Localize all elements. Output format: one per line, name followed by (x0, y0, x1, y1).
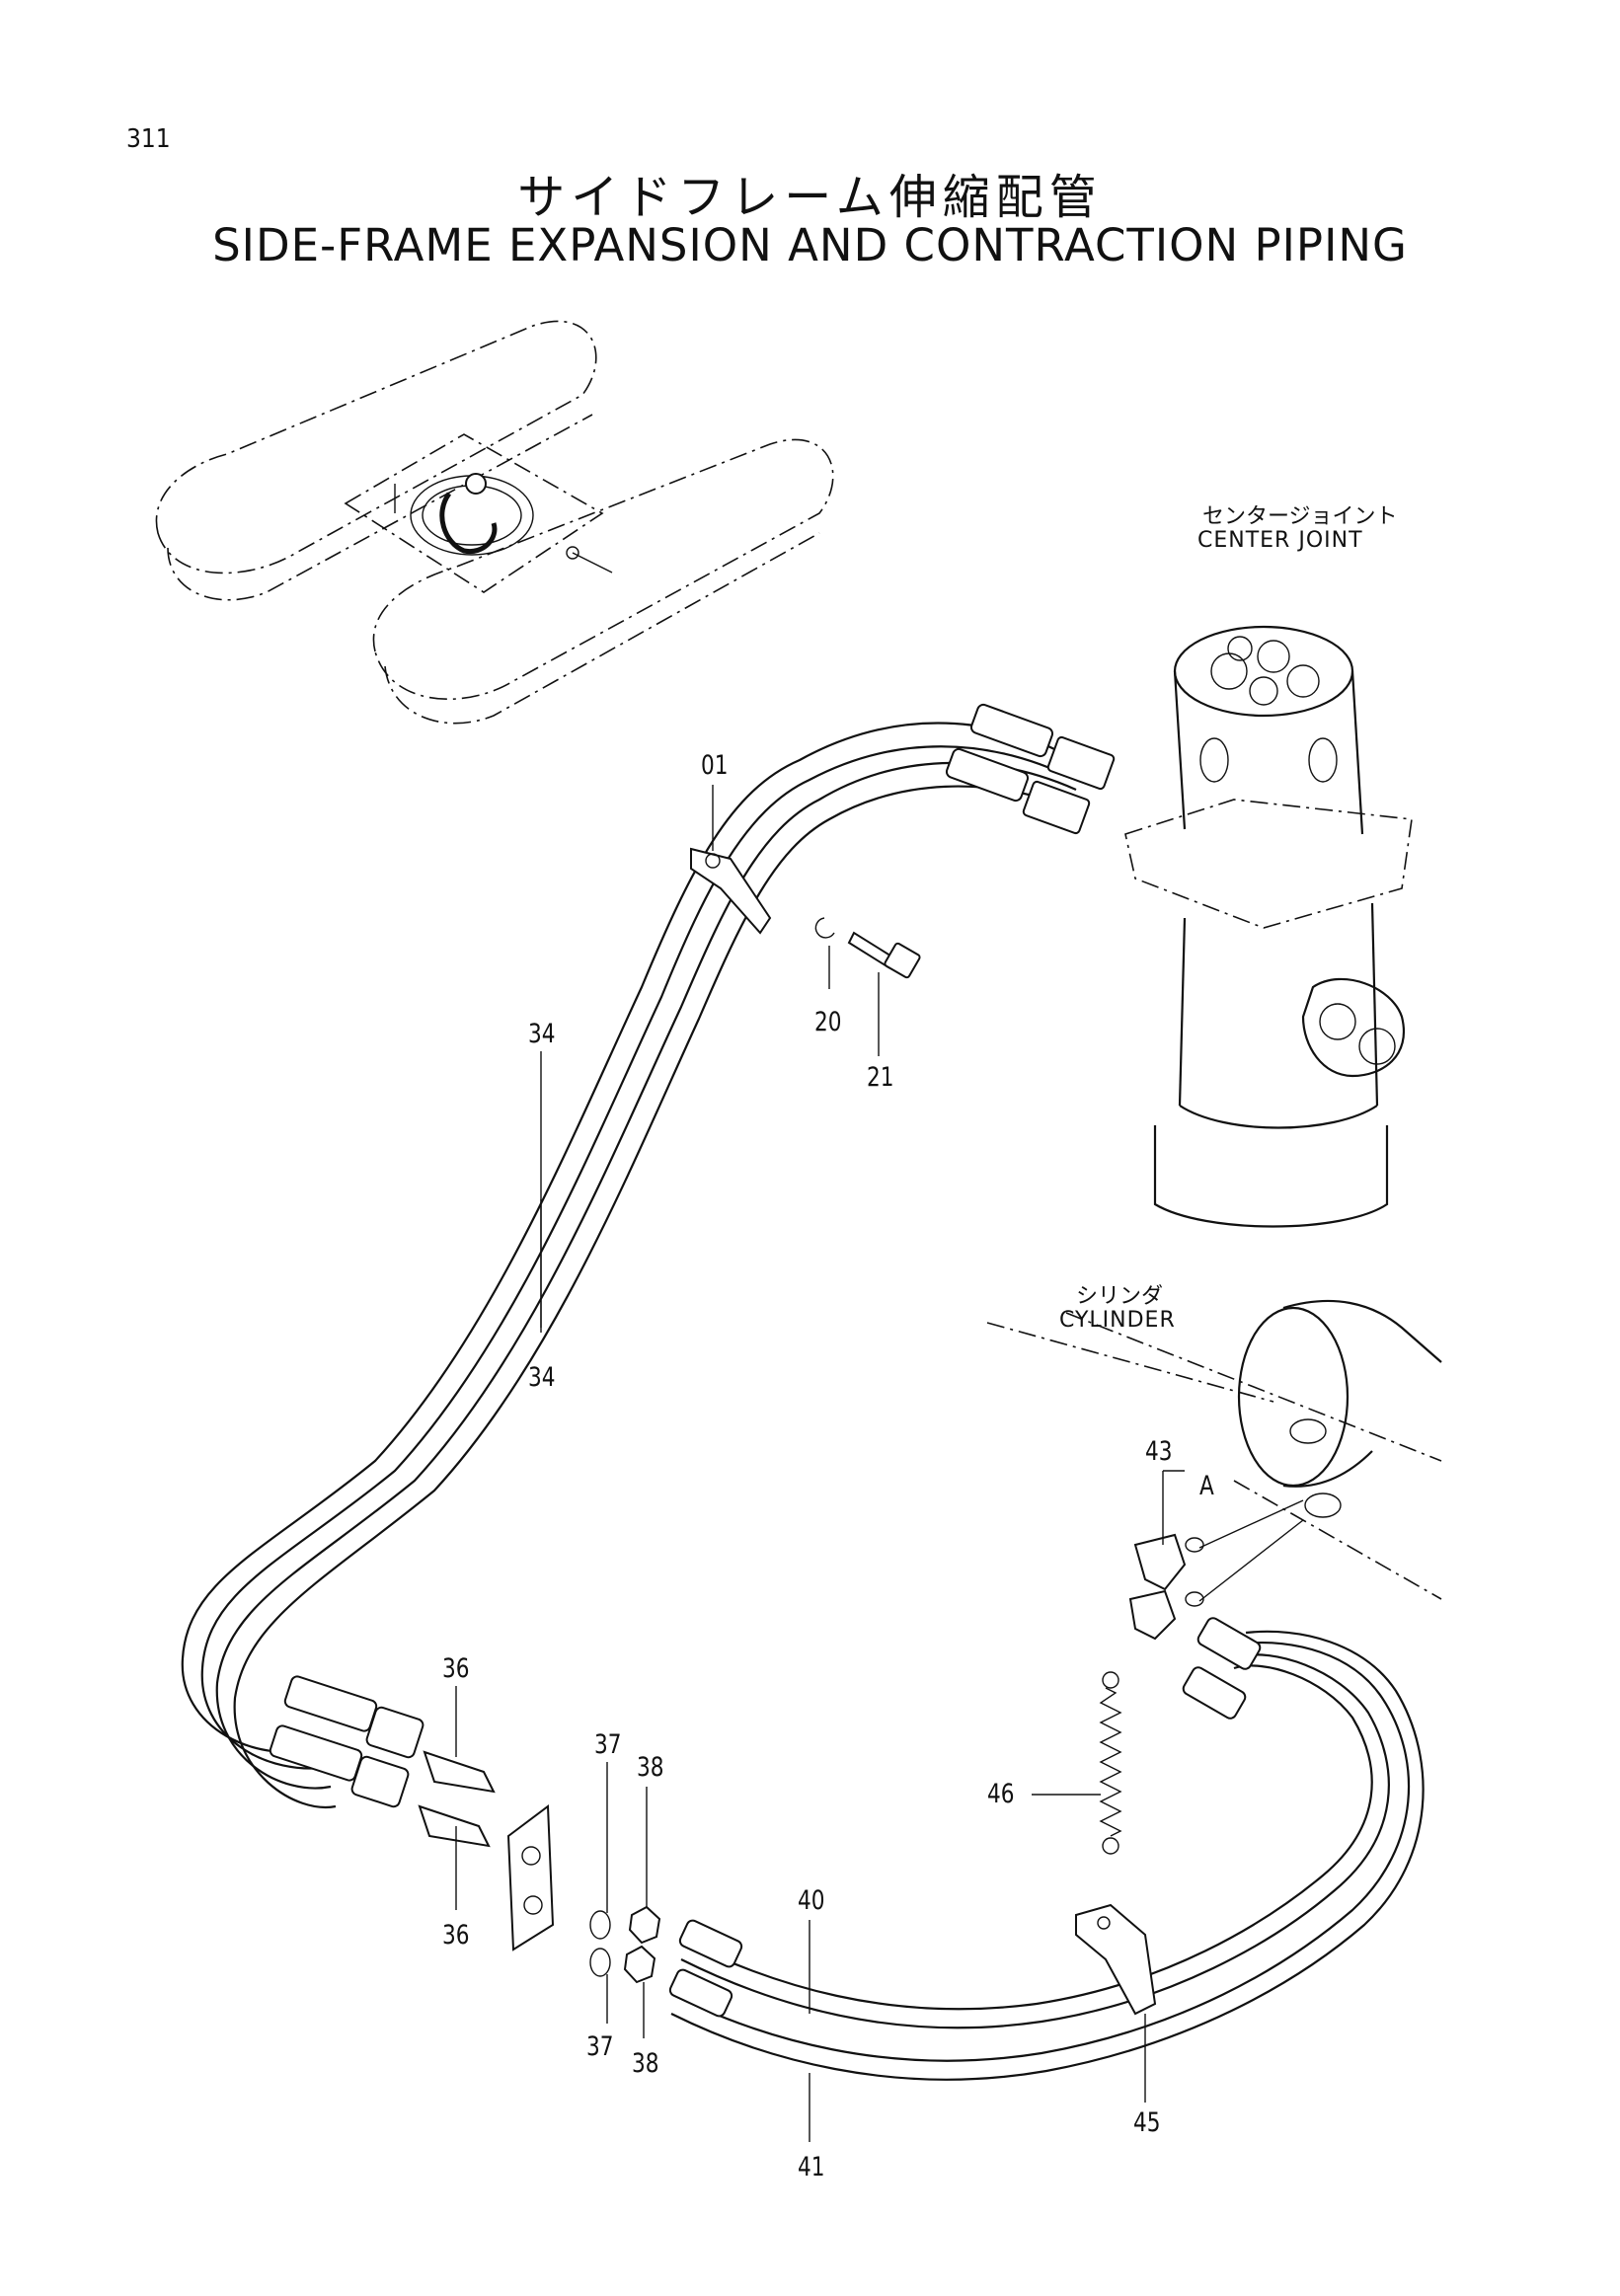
mounting-plate (506, 1804, 555, 1952)
washer-20 (814, 917, 835, 939)
callout-20: 20 (814, 1007, 842, 1037)
callout-37-lower: 37 (586, 2031, 614, 2062)
cylinder-illustration (1065, 1299, 1442, 1600)
clamp-01 (690, 847, 772, 935)
washers-37 (589, 1910, 611, 1977)
callout-38-upper: 38 (637, 1752, 664, 1783)
hose-assembly-40-41 (668, 1617, 1425, 2081)
lower-left-fittings (269, 1675, 496, 1848)
bolt-21 (847, 931, 921, 979)
upper-hose-fittings (945, 703, 1116, 835)
center-joint-label-japanese: センタージョイント (1202, 504, 1398, 529)
callout-34-upper: 34 (528, 1019, 556, 1049)
callout-36-lower: 36 (442, 1920, 470, 1951)
elbow-fittings-43 (1128, 1499, 1304, 1641)
callout-43: 43 (1145, 1436, 1173, 1467)
callout-41: 41 (798, 2152, 825, 2182)
spring-46 (1099, 1671, 1122, 1855)
page-title-japanese: サイドフレーム伸縮配管 (517, 170, 1103, 225)
cylinder-label-japanese: シリンダ (1076, 1284, 1164, 1309)
center-joint-illustration (1124, 625, 1413, 1228)
callout-46: 46 (987, 1779, 1015, 1809)
callout-01: 01 (701, 750, 729, 781)
callout-36-upper: 36 (442, 1653, 470, 1684)
page-number: 311 (126, 124, 171, 154)
hose-assembly-34 (181, 722, 1077, 1809)
callout-21: 21 (867, 1062, 894, 1093)
page-title-english: SIDE-FRAME EXPANSION AND CONTRACTION PIP… (212, 219, 1408, 271)
callout-34-lower: 34 (528, 1362, 556, 1393)
nuts-38 (623, 1905, 661, 1984)
callout-38-lower: 38 (632, 2048, 659, 2079)
callout-45: 45 (1133, 2107, 1161, 2138)
center-joint-label-english: CENTER JOINT (1197, 528, 1363, 553)
cylinder-label-english: CYLINDER (1059, 1308, 1176, 1333)
callout-40: 40 (798, 1885, 825, 1916)
port-a-label: A (1199, 1471, 1214, 1501)
leader-lines (455, 785, 1274, 2142)
callout-37-upper: 37 (594, 1729, 622, 1760)
clamp-45 (1075, 1903, 1157, 2016)
undercarriage-illustration (155, 320, 834, 725)
